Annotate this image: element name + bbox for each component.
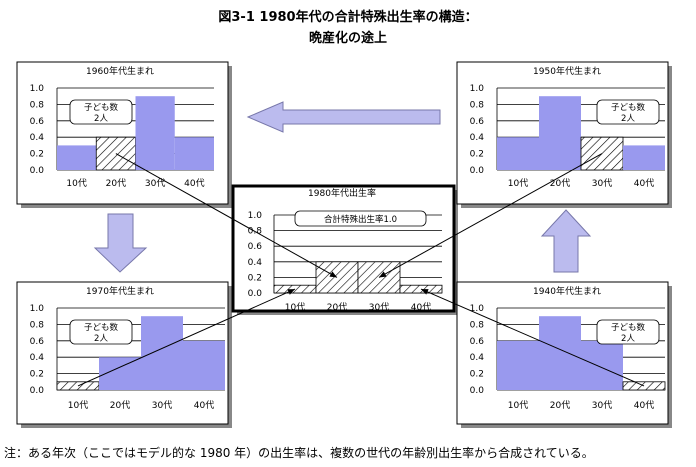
connector-line	[115, 153, 338, 278]
y-tick-label: 0.2	[30, 370, 44, 380]
y-tick-label: 0.6	[30, 117, 45, 127]
x-tick-label: 10代	[508, 400, 528, 411]
connector-line	[420, 288, 645, 387]
callout-box	[596, 99, 660, 125]
callout-text: 2人	[621, 114, 635, 124]
connector-line	[77, 288, 296, 387]
chart-c1950: 1950年代生まれ 1.0 0.8 0.6 0.4 0.2 0.0 10代 20代 30代 40代 子…	[470, 65, 665, 189]
y-tick-label: 0.4	[30, 133, 45, 143]
left-arrow-icon	[246, 101, 441, 133]
y-tick-label: 0.4	[30, 353, 45, 363]
chart-c1960: 1960年代生まれ 1.0 0.8 0.6 0.4 0.2 0.0 10代 20代 30代 40代 子…	[30, 65, 214, 189]
x-tick-label: 20代	[550, 178, 570, 189]
arrowhead	[329, 271, 337, 278]
x-tick-label: 40代	[411, 302, 431, 313]
bar	[539, 96, 581, 170]
footnote: 注：ある年次（ここではモデル的な 1980 年）の出生率は、複数の世代の年齢別出…	[4, 446, 594, 460]
x-tick-label: 40代	[184, 178, 204, 189]
y-tick-label: 0.4	[248, 258, 263, 268]
y-tick-label: 0.6	[248, 242, 263, 252]
panel-frame	[16, 61, 229, 205]
bar	[581, 340, 623, 390]
bar	[497, 137, 539, 170]
y-tick-label: 0.2	[470, 370, 484, 380]
callout-box	[596, 319, 660, 345]
x-tick-label: 20代	[106, 178, 126, 189]
callout-text: 子ども数	[611, 102, 646, 113]
x-tick-label: 20代	[327, 302, 347, 313]
y-tick-label: 0.0	[470, 386, 485, 396]
x-tick-label: 20代	[550, 400, 570, 411]
down-arrow-icon	[93, 213, 148, 273]
connector-line	[378, 153, 603, 278]
chart-title: 1950年代生まれ	[533, 65, 601, 77]
figure-title: 図3-1 1980年代の合計特殊出生率の構造：	[218, 10, 478, 25]
chart-title: 1970年代生まれ	[86, 285, 154, 297]
y-tick-label: 0.8	[470, 320, 485, 330]
x-tick-label: 20代	[110, 400, 130, 411]
y-tick-label: 0.8	[30, 320, 45, 330]
callout-text: 2人	[94, 334, 108, 344]
x-tick-label: 30代	[369, 302, 389, 313]
y-tick-label: 0.2	[470, 150, 484, 160]
x-tick-label: 30代	[592, 178, 612, 189]
up-arrow-icon	[540, 209, 592, 273]
y-tick-label: 0.0	[30, 386, 45, 396]
x-tick-label: 30代	[145, 178, 165, 189]
y-tick-label: 0.8	[470, 100, 485, 110]
arrowhead	[421, 289, 429, 295]
bar	[580, 136, 624, 171]
callout-text: 子ども数	[84, 322, 119, 333]
y-tick-label: 0.0	[470, 166, 485, 176]
x-tick-label: 10代	[68, 400, 88, 411]
x-tick-label: 10代	[285, 302, 305, 313]
callout-text: 合計特殊出生率1.0	[324, 214, 397, 225]
callout-box	[294, 210, 427, 227]
y-tick-label: 0.8	[30, 100, 45, 110]
y-tick-label: 0.4	[470, 133, 485, 143]
bar	[174, 137, 214, 170]
y-tick-label: 1.0	[470, 304, 485, 314]
callout-text: 子ども数	[611, 322, 646, 333]
y-tick-label: 0.0	[30, 166, 45, 176]
arrowhead	[379, 271, 387, 278]
y-tick-label: 1.0	[470, 84, 485, 94]
x-tick-label: 30代	[592, 400, 612, 411]
arrowhead	[287, 289, 295, 295]
x-tick-label: 40代	[194, 400, 214, 411]
bar	[623, 145, 665, 170]
figure-subtitle: 晩産化の途上	[308, 31, 387, 46]
chart-title: 1980年代出生率	[308, 187, 376, 199]
bar	[57, 145, 97, 170]
y-tick-label: 0.6	[470, 117, 485, 127]
callout-text: 子ども数	[84, 102, 119, 113]
x-tick-label: 30代	[152, 400, 172, 411]
bar	[135, 96, 175, 170]
bar	[539, 316, 581, 390]
y-tick-label: 0.2	[248, 273, 262, 283]
y-tick-label: 0.6	[30, 337, 45, 347]
x-tick-label: 40代	[634, 178, 654, 189]
bar	[141, 316, 183, 390]
x-tick-label: 40代	[634, 400, 654, 411]
bar	[497, 340, 539, 390]
callout-text: 2人	[94, 114, 108, 124]
bar	[183, 340, 225, 390]
y-tick-label: 0.2	[30, 150, 44, 160]
chart-title: 1960年代生まれ	[86, 65, 154, 77]
y-tick-label: 0.6	[470, 337, 485, 347]
y-tick-label: 1.0	[30, 84, 45, 94]
chart-title: 1940年代生まれ	[533, 285, 601, 297]
y-tick-label: 0.0	[248, 289, 263, 299]
callout-box	[69, 99, 133, 125]
callout-text: 2人	[621, 334, 635, 344]
y-tick-label: 0.4	[470, 353, 485, 363]
chart-c1940: 1940年代生まれ 1.0 0.8 0.6 0.4 0.2 0.0 10代 20代 30代 40代 子…	[470, 285, 666, 411]
x-tick-label: 10代	[508, 178, 528, 189]
x-tick-label: 10代	[66, 178, 86, 189]
y-tick-label: 1.0	[248, 211, 263, 221]
callout-box	[69, 319, 133, 345]
y-tick-label: 1.0	[30, 304, 45, 314]
